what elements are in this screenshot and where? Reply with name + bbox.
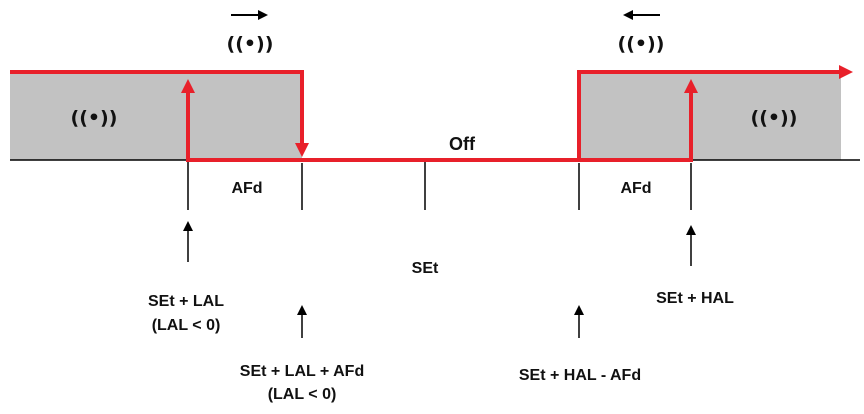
alarm-zone-low xyxy=(10,72,302,160)
set-hal-afd-label: SEt + HAL - AFd xyxy=(519,367,641,384)
alarm-zone-high xyxy=(579,72,841,160)
set-hal-label: SEt + HAL xyxy=(656,290,734,307)
alarm-broadcast-icon: ((•)) xyxy=(751,107,798,129)
afd-label-left: AFd xyxy=(231,180,262,197)
alarm-broadcast-icon: ((•)) xyxy=(618,33,665,55)
alarm-broadcast-icon: ((•)) xyxy=(71,107,118,129)
off-label: Off xyxy=(449,134,476,154)
alarm-broadcast-icon: ((•)) xyxy=(227,33,274,55)
set-label: SEt xyxy=(412,260,439,277)
afd-label-right: AFd xyxy=(620,180,651,197)
signal-left-rise xyxy=(181,79,302,162)
set-lal-note: (LAL < 0) xyxy=(152,317,221,334)
signal-right-path xyxy=(577,65,853,160)
set-lal-afd-note: (LAL < 0) xyxy=(268,386,337,403)
signal-left-path xyxy=(10,70,309,157)
set-lal-label: SEt + LAL xyxy=(148,293,224,310)
set-lal-afd-label: SEt + LAL + AFd xyxy=(240,363,364,380)
signal-right-rise xyxy=(579,79,698,162)
